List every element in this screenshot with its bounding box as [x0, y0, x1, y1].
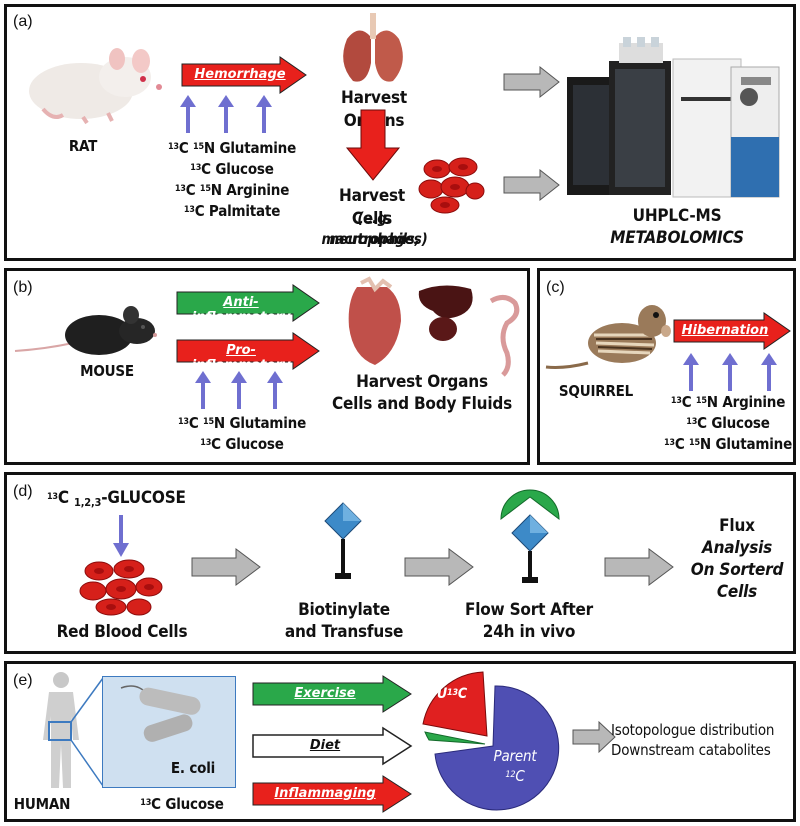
pie-label-u13c: U13C — [437, 686, 467, 702]
gray-arrow-d-2 — [404, 548, 474, 586]
tracer-a-2: 13C 15N Arginine — [174, 181, 290, 199]
rat-image — [29, 48, 162, 125]
heart-image — [348, 276, 401, 365]
uhplc-ms-instrument-image — [567, 37, 780, 198]
tracer-arrows-c — [683, 353, 777, 391]
intestine-image — [489, 295, 520, 377]
anti-inflammatory-label: Anti-inflammatory — [191, 295, 291, 325]
inflammaging-arrow — [252, 775, 412, 813]
flux-label-2: Analysis — [701, 538, 773, 558]
tracer-b-0: 13C 15N Glutamine — [177, 414, 307, 432]
result-label-2: Downstream catabolites — [611, 741, 771, 759]
tracer-list-c: 13C 15N Arginine 13C Glucose 13C 15N Glu… — [658, 392, 798, 455]
tracer-d: 13C 1,2,3-GLUCOSE — [47, 488, 186, 509]
tracer-a-0: 13C 15N Glutamine — [167, 139, 297, 157]
human-label: HUMAN — [13, 795, 71, 813]
cells-example-2: macrophages) — [321, 230, 428, 248]
panel-e: (e) E. coli HUMAN 13C Glucose Exercise D… — [4, 661, 796, 822]
red-blood-cells-a — [418, 157, 485, 214]
ecoli-bacteria-image — [120, 685, 201, 742]
pie-slice-parent — [434, 685, 560, 811]
panel-a: (a) RAT Hemorrhage 13C 15N Glutamine 13C… — [4, 4, 796, 261]
flux-label-4: Cells — [716, 582, 758, 602]
flux-label-1: Flux — [719, 516, 755, 536]
gray-arrow-a-top — [503, 65, 560, 99]
mouse-image — [14, 306, 157, 355]
tracer-c-2: 13C 15N Glutamine — [663, 435, 793, 453]
lung-image — [343, 13, 403, 82]
tracer-a-1: 13C Glucose — [190, 160, 274, 178]
kidney-liver-image — [418, 285, 473, 341]
pie-label-parent: Parent — [493, 747, 537, 765]
panel-label-b: (b) — [13, 279, 33, 296]
exercise-label: Exercise — [294, 686, 356, 701]
pie-slice-green — [424, 731, 486, 745]
pie-label-12c: 12C — [505, 767, 525, 785]
animal-label-squirrel: SQUIRREL — [558, 382, 634, 400]
pie-slice-u13c — [422, 671, 488, 737]
harvest-organs-b: Harvest Organs — [356, 372, 488, 392]
inflammaging-label: Inflammaging — [274, 786, 376, 801]
flow-sort-label-1: Flow Sort After — [464, 600, 594, 620]
hibernation-label: Hibernation — [681, 323, 769, 338]
gray-arrow-a-bottom — [503, 168, 560, 202]
tracer-a-3: 13C Palmitate — [183, 202, 281, 220]
harvest-cells-label: Harvest Cells — [338, 186, 406, 229]
human-silhouette-image — [43, 672, 79, 788]
tracer-down-arrow-d — [113, 515, 129, 557]
diet-label: Diet — [309, 738, 341, 753]
hemorrhage-label: Hemorrhage — [194, 67, 286, 82]
panel-d: (d) 13C 1,2,3-GLUCOSE Red Blood Cells Bi… — [4, 472, 796, 654]
biotinylate-label-2: and Transfuse — [284, 622, 404, 642]
biotin-tag-icon — [324, 502, 362, 579]
gray-arrow-d-3 — [604, 548, 674, 586]
hibernation-arrow — [673, 312, 791, 350]
ecoli-label: E. coli — [170, 759, 216, 777]
down-arrow-a — [345, 109, 401, 181]
zoom-lines — [70, 677, 104, 787]
instrument-label-1: UHPLC-MS — [632, 206, 722, 226]
tracer-list-b: 13C 15N Glutamine 13C Glucose — [167, 413, 317, 455]
gray-arrow-e — [572, 720, 616, 754]
pro-inflammatory-label: Pro-inflammatory — [191, 343, 291, 373]
squirrel-image — [545, 305, 671, 369]
cells-example-1: (e.g. neutrophils, — [329, 209, 420, 248]
animal-label-mouse: MOUSE — [80, 362, 134, 380]
flow-sort-label-2: 24h in vivo — [482, 622, 576, 642]
biotinylate-label-1: Biotinylate — [298, 600, 390, 620]
panel-label-c: (c) — [546, 279, 565, 296]
flux-label-3: On Sorterd — [690, 560, 784, 580]
instrument-label-2: METABOLOMICS — [610, 228, 744, 248]
panel-b: (b) MOUSE Anti-inflammatory Pro-inflamma… — [4, 268, 530, 465]
panel-label-d: (d) — [13, 483, 33, 500]
diet-arrow — [252, 726, 413, 766]
tracer-c-0: 13C 15N Arginine — [670, 393, 786, 411]
tracer-e: 13C Glucose — [140, 795, 224, 813]
hemorrhage-arrow — [181, 56, 307, 94]
animal-label-rat: RAT — [68, 137, 98, 155]
result-label-1: Isotopologue distribution — [611, 721, 775, 739]
tracer-b-1: 13C Glucose — [200, 435, 284, 453]
exercise-arrow — [252, 675, 412, 713]
tracer-list-a: 13C 15N Glutamine 13C Glucose 13C 15N Ar… — [157, 138, 307, 222]
panel-label-e: (e) — [13, 672, 33, 689]
isotopologue-pie-chart — [422, 671, 560, 811]
pro-inflammatory-arrow — [176, 332, 320, 370]
anti-inflammatory-arrow — [176, 284, 320, 322]
tracer-c-1: 13C Glucose — [686, 414, 770, 432]
panel-label-a: (a) — [13, 13, 33, 30]
red-blood-cells-label: Red Blood Cells — [56, 622, 188, 642]
red-blood-cells-d — [79, 559, 163, 616]
tracer-arrows-a — [180, 95, 272, 133]
panel-c: (c) SQUIRREL Hibernation 13C 15N Arginin… — [537, 268, 796, 465]
harvest-cells-fluids-b: Cells and Body Fluids — [331, 394, 513, 414]
gray-arrow-d-1 — [191, 548, 261, 586]
streptavidin-sorted-cell-icon — [500, 489, 560, 583]
tracer-arrows-b — [195, 371, 283, 409]
